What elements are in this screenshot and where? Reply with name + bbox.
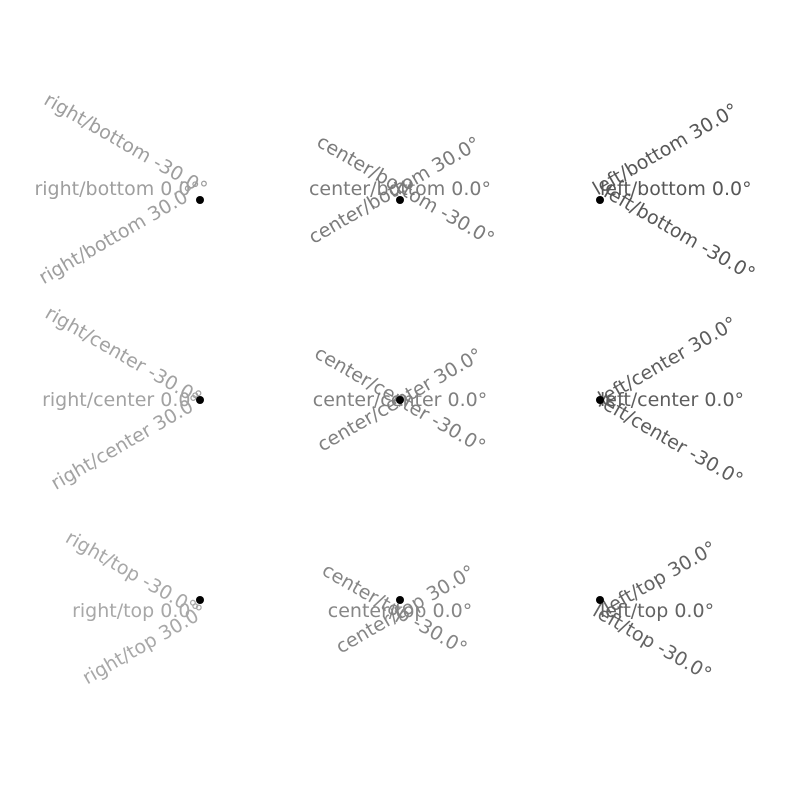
annotation-label: right/bottom 0.0° xyxy=(34,178,200,200)
anchor-point-marker xyxy=(396,596,404,604)
anchor-point-marker xyxy=(196,596,204,604)
annotation-label: left/bottom 0.0° xyxy=(600,178,752,200)
annotation-label: right/top 0.0° xyxy=(72,600,200,622)
anchor-point-marker xyxy=(596,596,604,604)
annotation-label: center/top 0.0° xyxy=(328,600,472,622)
anchor-point-marker xyxy=(396,396,404,404)
annotation-label: left/center 0.0° xyxy=(600,389,744,411)
anchor-point-marker xyxy=(196,196,204,204)
anchor-point-marker xyxy=(596,196,604,204)
anchor-point-marker xyxy=(396,196,404,204)
anchor-point-marker xyxy=(596,396,604,404)
annotation-label: right/center 0.0° xyxy=(42,389,200,411)
annotation-label: center/bottom 0.0° xyxy=(309,178,491,200)
anchor-point-marker xyxy=(196,396,204,404)
annotation-label: left/top 0.0° xyxy=(600,600,714,622)
